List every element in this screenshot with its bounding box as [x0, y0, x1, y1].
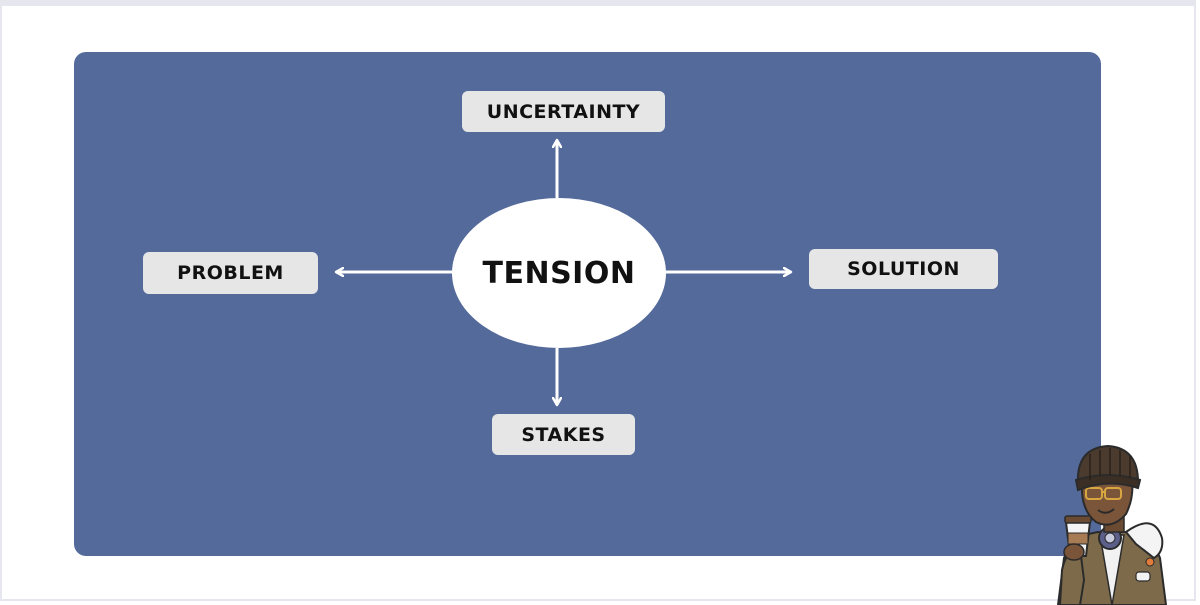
node-label: PROBLEM — [177, 262, 284, 284]
node-uncertainty: UNCERTAINTY — [462, 91, 665, 132]
node-stakes: STAKES — [492, 414, 635, 455]
center-ellipse-tension: TENSION — [452, 198, 666, 348]
node-label: STAKES — [521, 423, 606, 446]
node-solution: SOLUTION — [809, 249, 998, 289]
node-problem: PROBLEM — [143, 252, 318, 294]
node-label: SOLUTION — [847, 258, 960, 280]
center-label: TENSION — [482, 255, 636, 291]
node-label: UNCERTAINTY — [486, 100, 641, 123]
character-with-coffee-cup-icon — [1056, 444, 1168, 605]
